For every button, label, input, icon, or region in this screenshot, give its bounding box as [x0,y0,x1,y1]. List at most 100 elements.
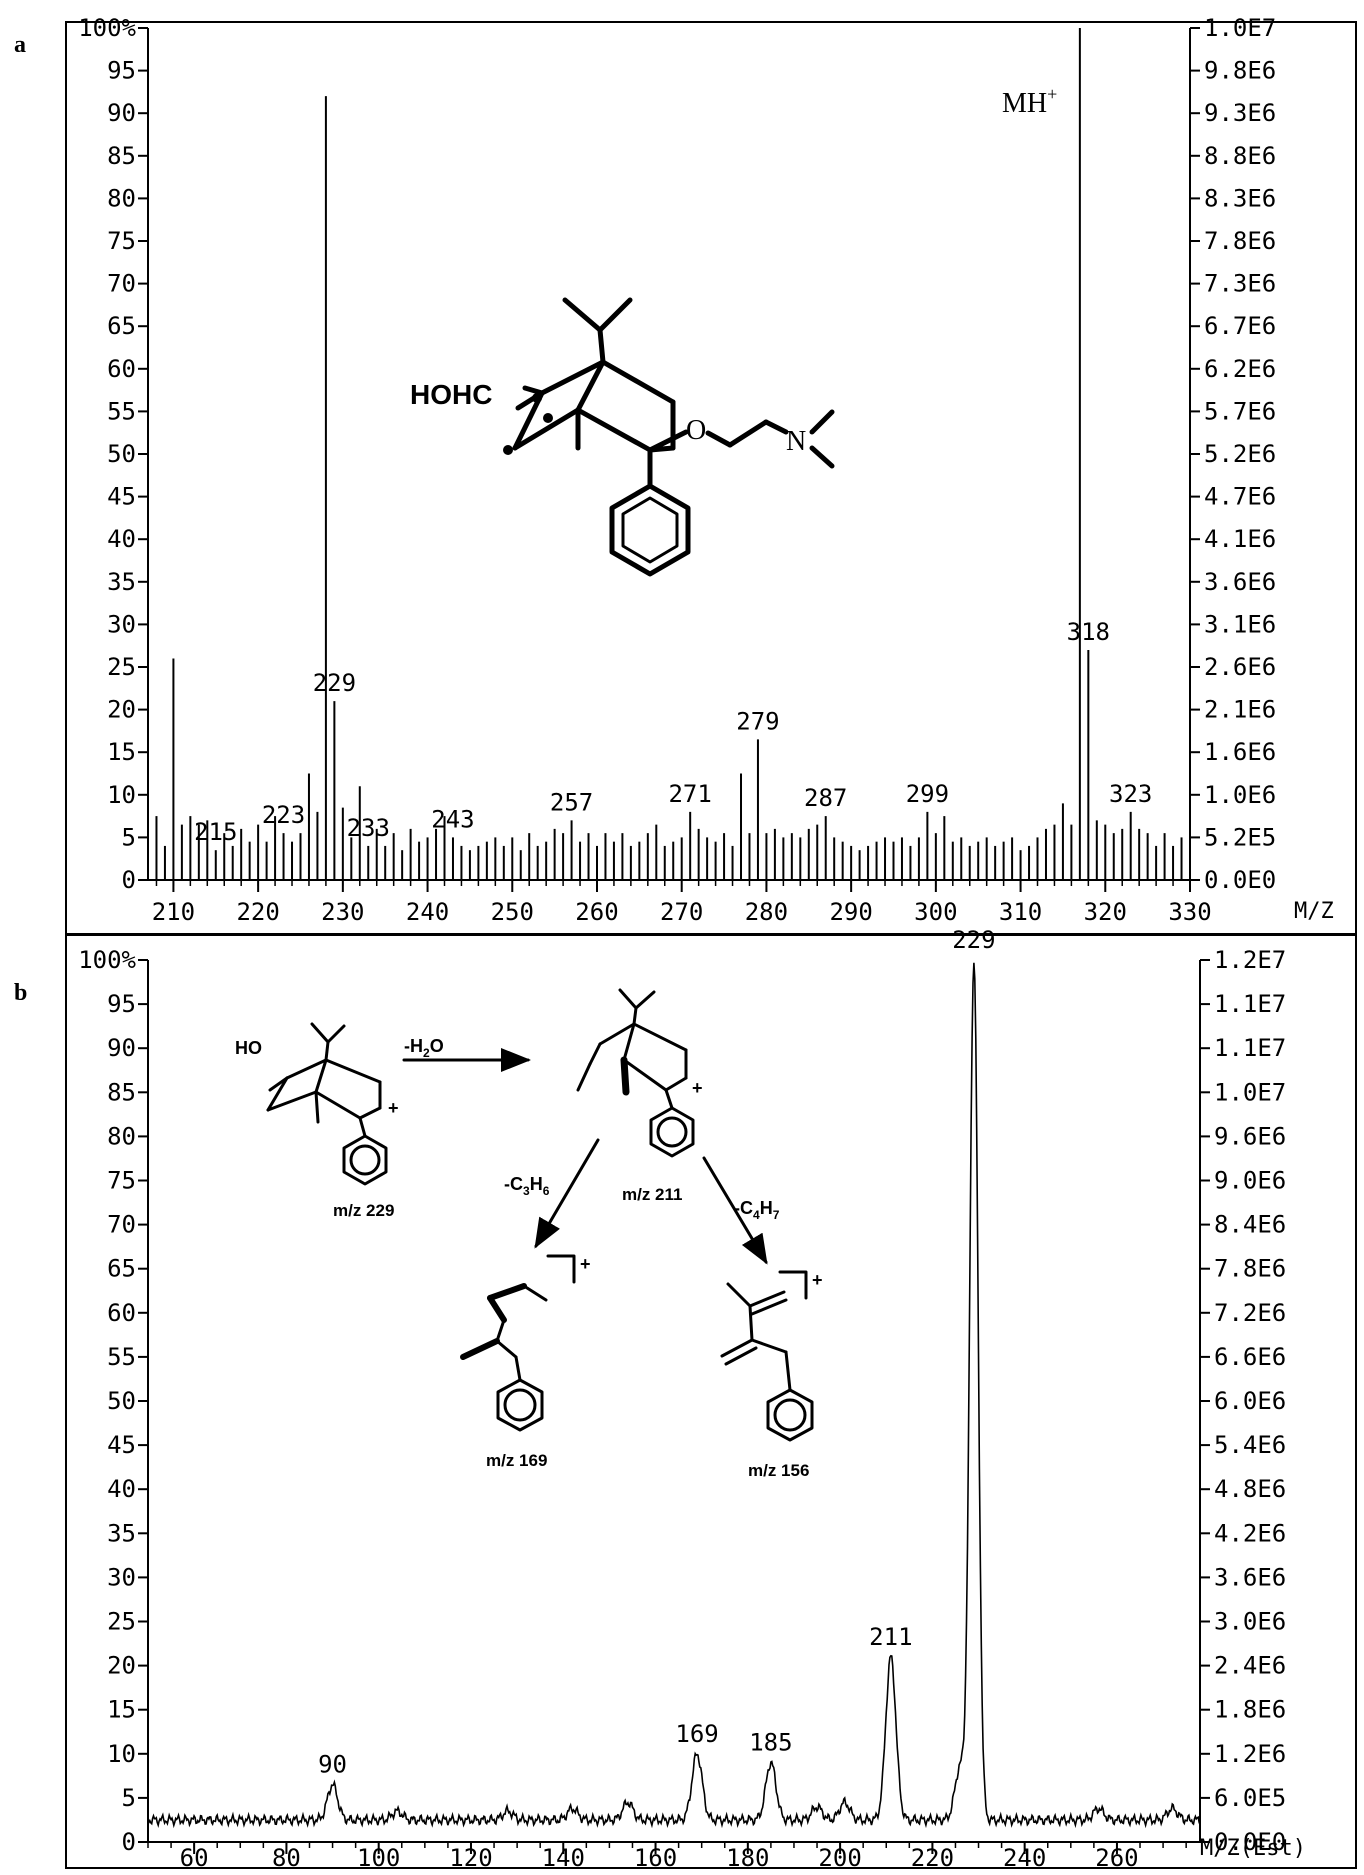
panel-a-right-axis: 0.0E05.2E51.0E61.6E62.1E62.6E63.1E63.6E6… [1189,14,1276,894]
panel-label-a: a [14,32,26,58]
right-tick-label: 0.0E0 [1204,866,1276,894]
right-tick-label: 1.1E7 [1214,990,1286,1018]
scheme-ho-label: HO [235,1038,262,1058]
y-tick-label: 50 [107,440,136,468]
peak-label: 229 [952,926,995,954]
scheme-loss-c4h7: -C4H7 [734,1198,780,1222]
y-tick-label: 95 [107,990,136,1018]
peak-label: 257 [550,788,593,816]
x-tick-label: 240 [1003,1844,1046,1872]
right-tick-label: 8.4E6 [1214,1211,1286,1239]
peak-label: 223 [262,801,305,829]
peak-label: 169 [675,1720,718,1748]
peak-label: 90 [318,1751,347,1779]
peak-label: 215 [194,818,237,846]
peak-label: 233 [347,814,390,842]
right-tick-label: 6.7E6 [1204,312,1276,340]
scheme-loss-c3h6: -C3H6 [504,1174,550,1198]
peak-label: 185 [749,1729,792,1757]
scheme-mz156-label: m/z 156 [748,1461,809,1480]
x-tick-label: 180 [726,1844,769,1872]
y-tick-label: 30 [107,1563,136,1591]
right-tick-label: 1.2E7 [1214,946,1286,974]
right-tick-label: 1.2E6 [1214,1740,1286,1768]
right-tick-label: 3.0E6 [1214,1608,1286,1636]
peak-label: 318 [1067,618,1110,646]
y-tick-label: 20 [107,1652,136,1680]
right-tick-label: 7.8E6 [1214,1255,1286,1283]
y-tick-label: 20 [107,696,136,724]
y-tick-label: 55 [107,397,136,425]
right-tick-label: 9.8E6 [1204,57,1276,85]
y-tick-label: 80 [107,1122,136,1150]
x-tick-label: 300 [914,898,957,926]
peak-label: 229 [313,669,356,697]
y-tick-label: 60 [107,355,136,383]
right-tick-label: 3.6E6 [1214,1563,1286,1591]
right-tick-label: 6.0E5 [1214,1784,1286,1812]
y-tick-label: 35 [107,1519,136,1547]
peak-label: 243 [431,805,474,833]
y-tick-label: 35 [107,568,136,596]
x-tick-label: 220 [236,898,279,926]
x-tick-label: 210 [152,898,195,926]
x-tick-label: 80 [272,1844,301,1872]
x-tick-label: 120 [449,1844,492,1872]
x-tick-label: 200 [818,1844,861,1872]
x-tick-label: 320 [1084,898,1127,926]
right-tick-label: 8.3E6 [1204,184,1276,212]
y-tick-label: 5 [122,1784,136,1812]
peak-label: 211 [869,1623,912,1651]
y-tick-label: 40 [107,525,136,553]
structure-a-oxygen: O [686,415,706,446]
right-tick-label: 7.3E6 [1204,270,1276,298]
right-tick-label: 9.3E6 [1204,99,1276,127]
right-tick-label: 5.4E6 [1214,1431,1286,1459]
y-tick-label: 0 [122,1828,136,1856]
right-tick-label: 2.1E6 [1204,696,1276,724]
y-tick-label: 85 [107,142,136,170]
y-tick-label: 85 [107,1078,136,1106]
structure-a-nitrogen: N [786,426,806,457]
right-tick-label: 5.2E6 [1204,440,1276,468]
panel-a-bars [155,28,1183,880]
mh-annotation: MH+ [1002,84,1057,119]
y-tick-label: 65 [107,1255,136,1283]
x-tick-label: 260 [1095,1844,1138,1872]
y-tick-label: 60 [107,1299,136,1327]
x-tick-label: 310 [999,898,1042,926]
peak-label: 271 [668,780,711,808]
panel-b-left-axis: 0510152025303540455055606570758085909510… [78,946,149,1856]
panel-b-frame [65,934,1357,1869]
right-tick-label: 4.1E6 [1204,525,1276,553]
x-tick-label: 100 [357,1844,400,1872]
y-tick-label: 25 [107,1608,136,1636]
scheme-plus-156: + [812,1270,823,1290]
right-tick-label: 4.2E6 [1214,1519,1286,1547]
right-tick-label: 6.6E6 [1214,1343,1286,1371]
y-tick-label: 65 [107,312,136,340]
x-tick-label: 330 [1168,898,1211,926]
right-tick-label: 5.7E6 [1204,397,1276,425]
y-tick-label: 100% [78,14,136,42]
right-tick-label: 8.8E6 [1204,142,1276,170]
structure-a-hohc: HOHC [410,379,492,410]
x-tick-label: 140 [542,1844,585,1872]
peak-label: 287 [804,784,847,812]
y-tick-label: 75 [107,1167,136,1195]
y-tick-label: 25 [107,653,136,681]
right-tick-label: 0.0E0 [1214,1828,1286,1856]
y-tick-label: 55 [107,1343,136,1371]
y-tick-label: 45 [107,483,136,511]
right-tick-label: 4.8E6 [1214,1475,1286,1503]
x-tick-label: 60 [180,1844,209,1872]
panel-b-right-axis: 0.0E06.0E51.2E61.8E62.4E63.0E63.6E64.2E6… [1199,946,1286,1856]
x-tick-label: 260 [575,898,618,926]
right-tick-label: 7.8E6 [1204,227,1276,255]
panel-b-spectrum: 0510152025303540455055606570758085909510… [78,926,1306,1872]
panel-a-x-axis-label: M/Z [1294,899,1334,924]
scheme-loss-water: -H2O [404,1036,444,1060]
panel-b-trace [147,962,1201,1829]
y-tick-label: 95 [107,57,136,85]
y-tick-label: 45 [107,1431,136,1459]
